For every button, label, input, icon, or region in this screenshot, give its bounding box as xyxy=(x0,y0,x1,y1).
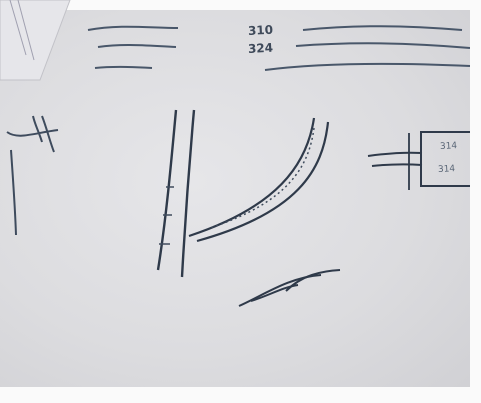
right-box-top-number: 314 xyxy=(439,141,458,152)
right-box-bottom-number: 314 xyxy=(437,164,456,175)
top-number-2: 324 xyxy=(247,40,274,56)
top-number-1: 310 xyxy=(247,22,274,38)
photo-right-border xyxy=(470,0,481,403)
photo-top-border xyxy=(0,0,481,10)
photo-bottom-border xyxy=(0,387,481,403)
